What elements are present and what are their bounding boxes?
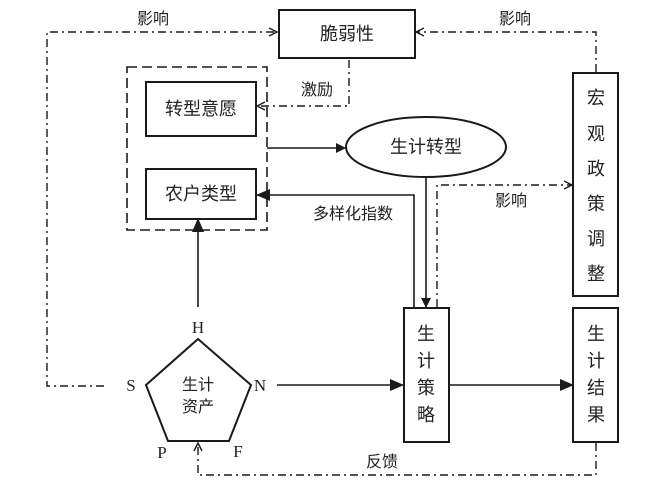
node-vulnerability-label: 脆弱性 [320, 24, 374, 45]
node-farmer-type-label: 农户类型 [165, 184, 237, 205]
vertex-label-p: P [157, 443, 166, 462]
edge-label-incentive: 激励 [301, 80, 333, 99]
edge-strategy-to-policy [436, 185, 572, 307]
node-vulnerability[interactable]: 脆弱性 [278, 9, 416, 59]
node-macro-policy-char: 政 [587, 159, 605, 180]
edge-label-feedback: 反馈 [366, 452, 398, 471]
edge-strategy-to-farmertype [256, 189, 415, 307]
vertex-label-s: S [126, 376, 135, 395]
edge-outcome-feedback-to-assets [198, 443, 597, 476]
node-transition-willingness-label: 转型意愿 [165, 99, 237, 120]
node-macro-policy-char: 观 [587, 124, 605, 145]
vertex-label-f: F [233, 442, 242, 461]
node-macro-policy-char: 整 [587, 264, 605, 285]
node-livelihood-outcome-char: 果 [587, 405, 605, 426]
edge-label-influence-middle: 影响 [495, 191, 527, 210]
edge-label-diversity-index: 多样化指数 [313, 204, 393, 223]
node-livelihood-strategy-char: 生 [417, 324, 435, 345]
edge-label-influence-right: 影响 [499, 9, 531, 28]
node-livelihood-assets-label: 生计 [182, 375, 214, 394]
node-livelihood-outcome-char: 结 [587, 378, 605, 399]
node-livelihood-strategy-char: 略 [417, 405, 435, 426]
node-livelihood-transition-label: 生计转型 [390, 137, 462, 158]
node-livelihood-outcome-char: 计 [587, 351, 605, 372]
node-livelihood-strategy-char: 策 [417, 378, 435, 399]
node-livelihood-strategy-char: 计 [417, 351, 435, 372]
edge-label-influence-left: 影响 [137, 9, 169, 28]
node-livelihood-outcome-char: 生 [587, 324, 605, 345]
node-livelihood-outcome[interactable]: 生 计 结 果 [572, 307, 619, 443]
node-macro-policy-char: 宏 [587, 88, 605, 109]
node-livelihood-strategy[interactable]: 生 计 策 略 [403, 307, 450, 443]
node-transition-willingness[interactable]: 转型意愿 [145, 81, 257, 137]
vertex-label-h: H [192, 318, 204, 337]
node-macro-policy-char: 策 [587, 194, 605, 215]
node-livelihood-assets[interactable]: 生计 资产 H N F P S [126, 318, 266, 462]
node-livelihood-transition[interactable]: 生计转型 [345, 116, 507, 178]
vertex-label-n: N [254, 376, 266, 395]
node-livelihood-assets-label: 资产 [182, 397, 214, 416]
node-macro-policy[interactable]: 宏 观 政 策 调 整 [572, 72, 619, 297]
node-macro-policy-char: 调 [587, 229, 605, 250]
edge-assets-to-vulnerability [46, 32, 277, 387]
edge-policy-to-vulnerability [416, 32, 597, 72]
farmer-group-dashed-box [126, 66, 268, 231]
node-farmer-type[interactable]: 农户类型 [145, 168, 257, 220]
